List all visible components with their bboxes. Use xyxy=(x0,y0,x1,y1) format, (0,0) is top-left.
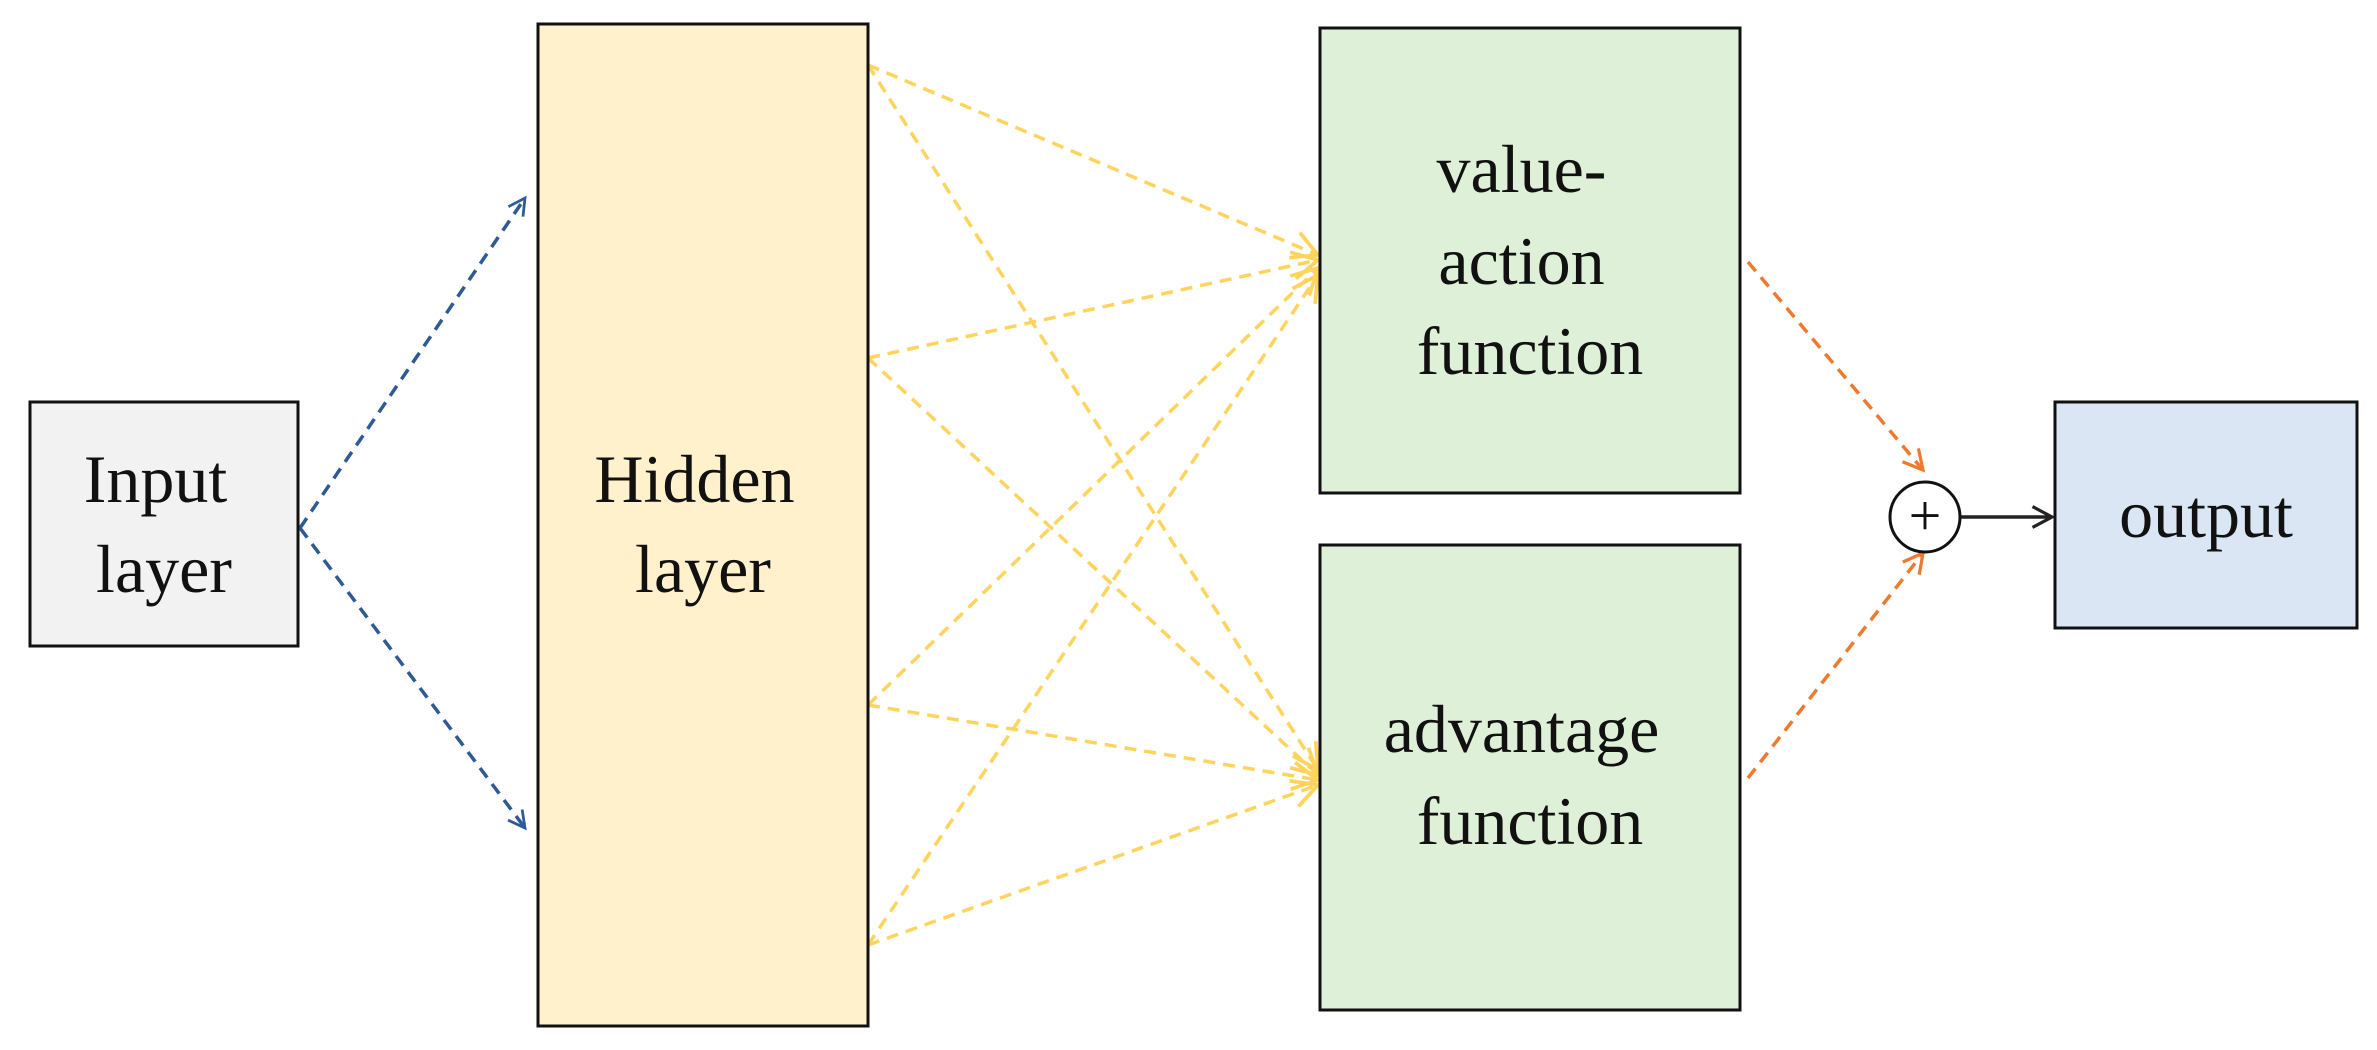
input-to-hidden-edges xyxy=(298,195,527,831)
edge-hidden1-value xyxy=(867,63,1322,260)
value-action-line-3: function xyxy=(1417,313,1644,389)
sum-operator-circle xyxy=(1888,480,1962,554)
hidden-to-streams-edges xyxy=(866,63,1322,947)
edge-input-hidden-lower xyxy=(298,526,527,831)
edge-input-hidden-upper xyxy=(298,195,527,529)
output-label: output xyxy=(2119,476,2293,552)
advantage-function-label: advantage function xyxy=(1384,691,1677,859)
advantage-line-1: advantage xyxy=(1384,691,1660,767)
output-box xyxy=(2053,400,2359,630)
output-node: output xyxy=(2053,400,2359,630)
value-action-function-box xyxy=(1318,26,1742,495)
edge-hidden4-value xyxy=(866,271,1321,946)
hidden-layer-node: Hidden layer xyxy=(536,22,870,1028)
value-action-line-2: action xyxy=(1438,223,1604,299)
input-layer-line-1: Input xyxy=(84,441,228,517)
hidden-layer-line-1: Hidden xyxy=(594,441,794,517)
input-layer-node: Input layer xyxy=(28,400,300,648)
edge-hidden3-advantage xyxy=(867,703,1322,791)
edge-value-sum xyxy=(1746,260,1926,473)
edge-hidden2-advantage xyxy=(866,356,1321,778)
value-action-line-1: value- xyxy=(1437,131,1607,207)
advantage-function-box xyxy=(1318,543,1742,1012)
advantage-function-node: advantage function xyxy=(1318,543,1742,1012)
hidden-layer-box xyxy=(536,22,870,1028)
hidden-layer-line-2: layer xyxy=(635,531,771,607)
edge-hidden4-advantage xyxy=(867,778,1322,947)
streams-to-sum-edges xyxy=(1746,260,1926,780)
edge-hidden2-value xyxy=(867,250,1322,360)
edge-advantage-sum xyxy=(1746,550,1926,780)
edge-hidden1-advantage xyxy=(866,64,1321,774)
hidden-layer-label: Hidden layer xyxy=(594,441,811,607)
value-action-function-node: value- action function xyxy=(1318,26,1742,495)
input-layer-line-2: layer xyxy=(96,531,232,607)
plus-icon: + xyxy=(1909,483,1942,548)
sum-operator: + xyxy=(1888,480,1962,554)
edge-hidden3-value xyxy=(866,265,1321,707)
input-layer-box xyxy=(28,400,300,648)
advantage-line-2: function xyxy=(1417,783,1644,859)
value-action-function-label: value- action function xyxy=(1417,131,1644,389)
input-layer-label: Input layer xyxy=(84,441,245,607)
